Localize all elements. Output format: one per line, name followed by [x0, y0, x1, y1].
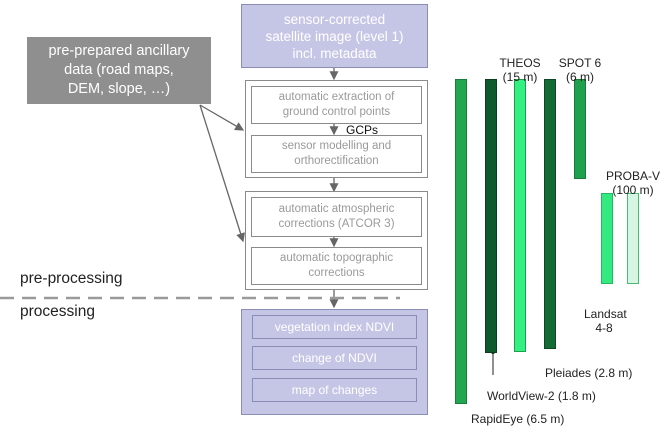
theos-bar [514, 79, 526, 352]
preprocessing-label: pre-processing [20, 270, 123, 288]
ndvi-text: vegetation index NDVI [274, 320, 395, 334]
worldview-label: WorldView-2 (1.8 m) [487, 375, 596, 403]
satellite-image-box: sensor-corrected satellite image (level … [241, 4, 428, 68]
corrections-group [245, 191, 428, 290]
worldview-bar [485, 79, 497, 353]
processing-group [241, 309, 428, 415]
orthorectification-box: sensor modelling and orthorectification [251, 135, 422, 173]
orthorectification-group [245, 80, 428, 178]
landsat-label: Landsat 4-8 [584, 293, 627, 335]
gcps-label-text: GCPs [346, 123, 379, 137]
worldview-label-text: WorldView-2 (1.8 m) [487, 389, 596, 403]
change-map-text: map of changes [291, 383, 378, 397]
theos-label-text: THEOS (15 m) [499, 56, 541, 84]
ancillary-data-text: pre-prepared ancillary data (road maps, … [48, 43, 190, 97]
topographic-correction-box: automatic topographic corrections [251, 247, 422, 285]
connector-arrows [0, 68, 495, 375]
ndvi-box: vegetation index NDVI [252, 315, 417, 339]
satellite-image-text: sensor-corrected satellite image (level … [265, 11, 404, 61]
gcp-extraction-box: automatic extraction of ground control p… [251, 86, 422, 124]
pleiades-label: Pleiades (2.8 m) [545, 352, 632, 380]
change-map-box: map of changes [252, 378, 417, 402]
preprocessing-label-text: pre-processing [20, 270, 123, 287]
arrow-ancillary-to-topo [199, 104, 245, 243]
pleiades-label-text: Pleiades (2.8 m) [545, 366, 633, 380]
landsat-label-text: Landsat 4-8 [584, 307, 627, 335]
topographic-correction-text: automatic topographic corrections [279, 252, 394, 279]
ndvi-change-box: change of NDVI [252, 346, 417, 370]
landsat-bar [601, 193, 613, 284]
rapideye-label-text: RapidEye (6.5 m) [471, 412, 565, 426]
gcps-label: GCPs [346, 123, 378, 137]
processing-label-text: processing [20, 303, 95, 320]
spot6-label: SPOT 6 (6 m) [552, 42, 608, 84]
theos-label: THEOS (15 m) [494, 42, 546, 84]
spot6-bar [574, 79, 586, 179]
ancillary-data-box: pre-prepared ancillary data (road maps, … [27, 37, 211, 104]
atmospheric-correction-box: automatic atmospheric corrections (ATCOR… [251, 197, 422, 237]
orthorectification-text: sensor modelling and orthorectification [281, 140, 392, 167]
rapideye-bar [455, 79, 467, 404]
pleiades-bar [544, 79, 556, 349]
probav-label-text: PROBA-V (100 m) [605, 169, 660, 197]
probav-label: PROBA-V (100 m) [604, 155, 662, 197]
processing-label: processing [20, 303, 95, 321]
gcp-extraction-text: automatic extraction of ground control p… [278, 91, 395, 118]
probav-bar [627, 193, 639, 284]
arrow-ancillary-to-gcp [199, 104, 245, 131]
atmospheric-correction-text: automatic atmospheric corrections (ATCOR… [278, 203, 395, 230]
rapideye-label: RapidEye (6.5 m) [471, 398, 564, 426]
ndvi-change-text: change of NDVI [292, 351, 377, 365]
spot6-label-text: SPOT 6 (6 m) [558, 56, 602, 84]
